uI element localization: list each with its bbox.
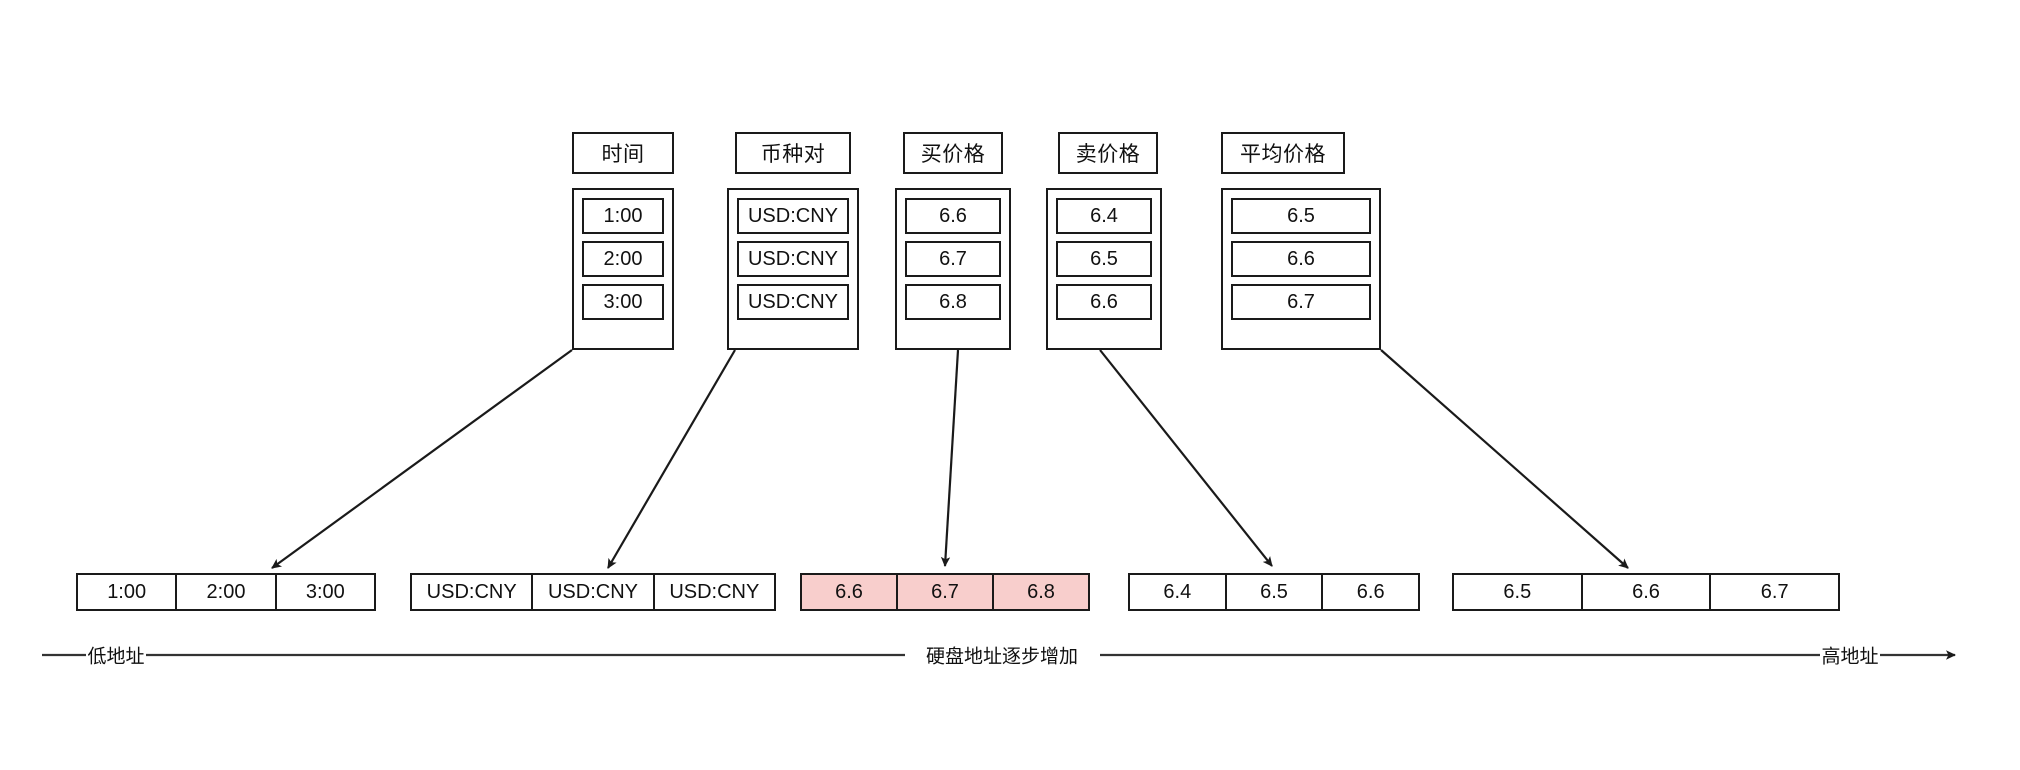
- column-header-avg-price: 平均价格: [1221, 132, 1345, 174]
- column-header-currency-pair-label: 币种对: [760, 143, 826, 166]
- connector-ask-to-disk: [1099, 349, 1273, 567]
- cell-text: USD:CNY: [747, 290, 838, 313]
- column-header-ask-price-label: 卖价格: [1075, 143, 1141, 166]
- column-header-time: 时间: [572, 132, 674, 174]
- axis-label-low-address: 低地址: [87, 646, 145, 668]
- disk-strip-time: 1:00 2:00 3:00: [76, 573, 376, 611]
- column-header-avg-price-label: 平均价格: [1240, 143, 1326, 166]
- cell-text: 6.6: [1287, 247, 1315, 270]
- column-header-bid-price-label: 买价格: [920, 143, 986, 166]
- cell-text: 1:00: [107, 580, 147, 603]
- cell-text: 2:00: [206, 580, 246, 603]
- cell-text: 1:00: [603, 204, 643, 227]
- column-cell: 6.5: [1231, 198, 1371, 234]
- disk-cell: 1:00: [78, 575, 178, 609]
- cell-text: USD:CNY: [547, 580, 638, 603]
- connector-currency-to-disk: [607, 349, 736, 569]
- cell-text: 6.5: [1260, 580, 1288, 603]
- column-body-bid-price: 6.6 6.7 6.8: [895, 188, 1011, 350]
- cell-text: 6.5: [1287, 204, 1315, 227]
- cell-text: 6.7: [939, 247, 967, 270]
- column-header-ask-price: 卖价格: [1058, 132, 1158, 174]
- cell-text: 6.6: [939, 204, 967, 227]
- column-cell: 6.8: [905, 284, 1001, 320]
- column-header-currency-pair: 币种对: [735, 132, 851, 174]
- column-cell: 6.6: [1231, 241, 1371, 277]
- axis-label-high-address: 高地址: [1821, 646, 1879, 668]
- column-cell: 1:00: [582, 198, 664, 234]
- cell-text: 6.8: [939, 290, 967, 313]
- disk-cell: USD:CNY: [533, 575, 655, 609]
- axis-label-disk-address-increasing: 硬盘地址逐步增加: [925, 646, 1079, 668]
- column-header-bid-price: 买价格: [903, 132, 1003, 174]
- disk-cell: 6.7: [898, 575, 994, 609]
- column-cell: 6.7: [905, 241, 1001, 277]
- column-body-ask-price: 6.4 6.5 6.6: [1046, 188, 1162, 350]
- disk-cell: 6.7: [1711, 575, 1838, 609]
- column-cell: 2:00: [582, 241, 664, 277]
- column-cell: 6.7: [1231, 284, 1371, 320]
- connector-bid-to-disk: [940, 349, 960, 567]
- column-header-time-label: 时间: [601, 143, 645, 166]
- cell-text: 3:00: [603, 290, 643, 313]
- disk-strip-ask-price: 6.4 6.5 6.6: [1128, 573, 1420, 611]
- column-cell: USD:CNY: [737, 241, 849, 277]
- cell-text: USD:CNY: [747, 204, 838, 227]
- cell-text: 6.8: [1027, 580, 1055, 603]
- cell-text: 6.7: [1287, 290, 1315, 313]
- disk-cell: USD:CNY: [412, 575, 534, 609]
- connector-time-to-disk: [271, 349, 573, 569]
- disk-cell: 6.5: [1227, 575, 1324, 609]
- cell-text: 6.6: [835, 580, 863, 603]
- cell-text: 6.5: [1503, 580, 1532, 603]
- disk-cell: 6.8: [994, 575, 1088, 609]
- cell-text: 6.7: [1760, 580, 1789, 603]
- column-body-time: 1:00 2:00 3:00: [572, 188, 674, 350]
- cell-text: 6.7: [931, 580, 959, 603]
- disk-cell: USD:CNY: [655, 575, 774, 609]
- column-cell: 6.6: [1056, 284, 1152, 320]
- disk-strip-currency-pair: USD:CNY USD:CNY USD:CNY: [410, 573, 776, 611]
- disk-strip-avg-price: 6.5 6.6 6.7: [1452, 573, 1840, 611]
- column-cell: USD:CNY: [737, 284, 849, 320]
- cell-text: USD:CNY: [747, 247, 838, 270]
- cell-text: 3:00: [305, 580, 345, 603]
- column-cell: 6.6: [905, 198, 1001, 234]
- cell-text: 6.4: [1163, 580, 1192, 603]
- column-body-currency-pair: USD:CNY USD:CNY USD:CNY: [727, 188, 859, 350]
- column-cell: 6.4: [1056, 198, 1152, 234]
- column-cell: USD:CNY: [737, 198, 849, 234]
- disk-cell: 6.6: [1323, 575, 1418, 609]
- column-body-avg-price: 6.5 6.6 6.7: [1221, 188, 1381, 350]
- connector-avg-to-disk: [1380, 349, 1629, 569]
- cell-text: 6.5: [1090, 247, 1118, 270]
- column-cell: 3:00: [582, 284, 664, 320]
- disk-cell: 6.6: [802, 575, 898, 609]
- column-cell: 6.5: [1056, 241, 1152, 277]
- disk-cell: 2:00: [177, 575, 277, 609]
- cell-text: USD:CNY: [426, 580, 517, 603]
- cell-text: USD:CNY: [669, 580, 760, 603]
- disk-strip-bid-price: 6.6 6.7 6.8: [800, 573, 1090, 611]
- cell-text: 6.4: [1090, 204, 1118, 227]
- disk-cell: 3:00: [277, 575, 374, 609]
- cell-text: 6.6: [1356, 580, 1385, 603]
- disk-cell: 6.4: [1130, 575, 1227, 609]
- cell-text: 6.6: [1632, 580, 1660, 603]
- disk-cell: 6.6: [1583, 575, 1712, 609]
- cell-text: 6.6: [1090, 290, 1118, 313]
- cell-text: 2:00: [603, 247, 643, 270]
- disk-cell: 6.5: [1454, 575, 1583, 609]
